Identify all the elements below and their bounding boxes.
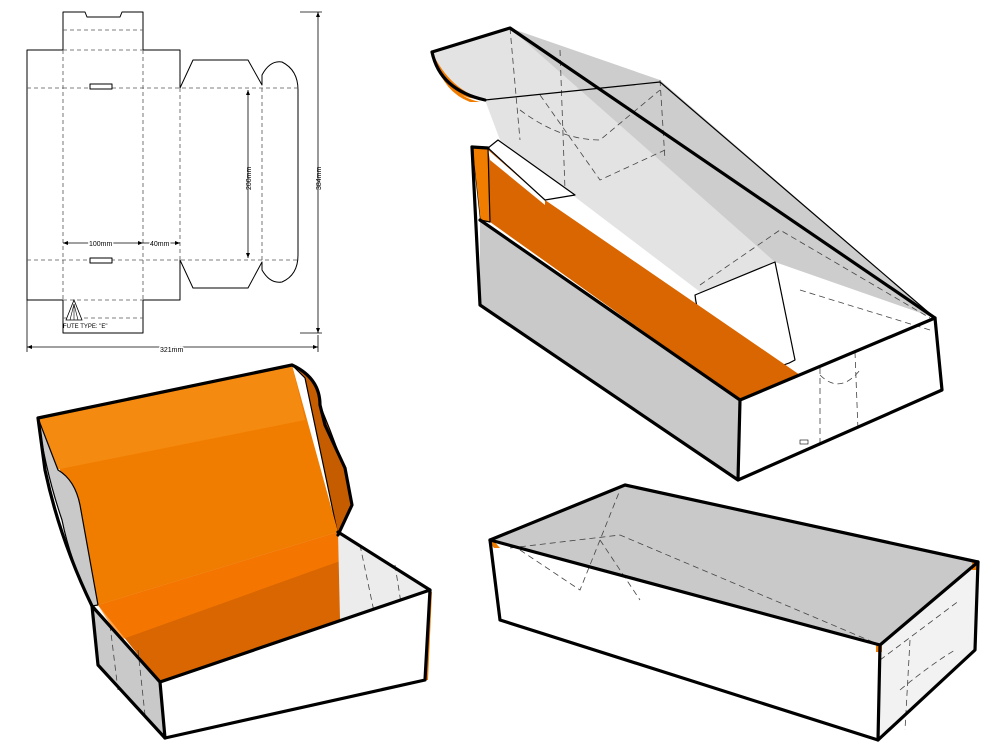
dim-total-height-label: 384mm (316, 166, 323, 190)
box-floor (488, 148, 800, 400)
dieline-outline (26, 11, 299, 334)
open-box-top (430, 26, 944, 482)
flute-type-mark: FUTE TYPE: "E" (63, 298, 108, 330)
dim-length-label: 200mm (246, 166, 253, 190)
dim-width-label: 100mm (89, 241, 113, 248)
flat-dieline: 100mm 40mm 200mm 321mm 384mm FUTE TYPE: … (26, 11, 323, 356)
base-long-wall (480, 220, 740, 480)
closed-box-top (490, 485, 978, 645)
dim-side-label: 40mm (150, 241, 170, 248)
dim-total-width-label: 321mm (160, 347, 184, 354)
closed-box-end (878, 562, 978, 740)
flute-type-label: FUTE TYPE: "E" (63, 324, 108, 330)
closed-box (488, 483, 980, 742)
open-box-front (36, 363, 432, 740)
closed-box-front (490, 540, 880, 740)
